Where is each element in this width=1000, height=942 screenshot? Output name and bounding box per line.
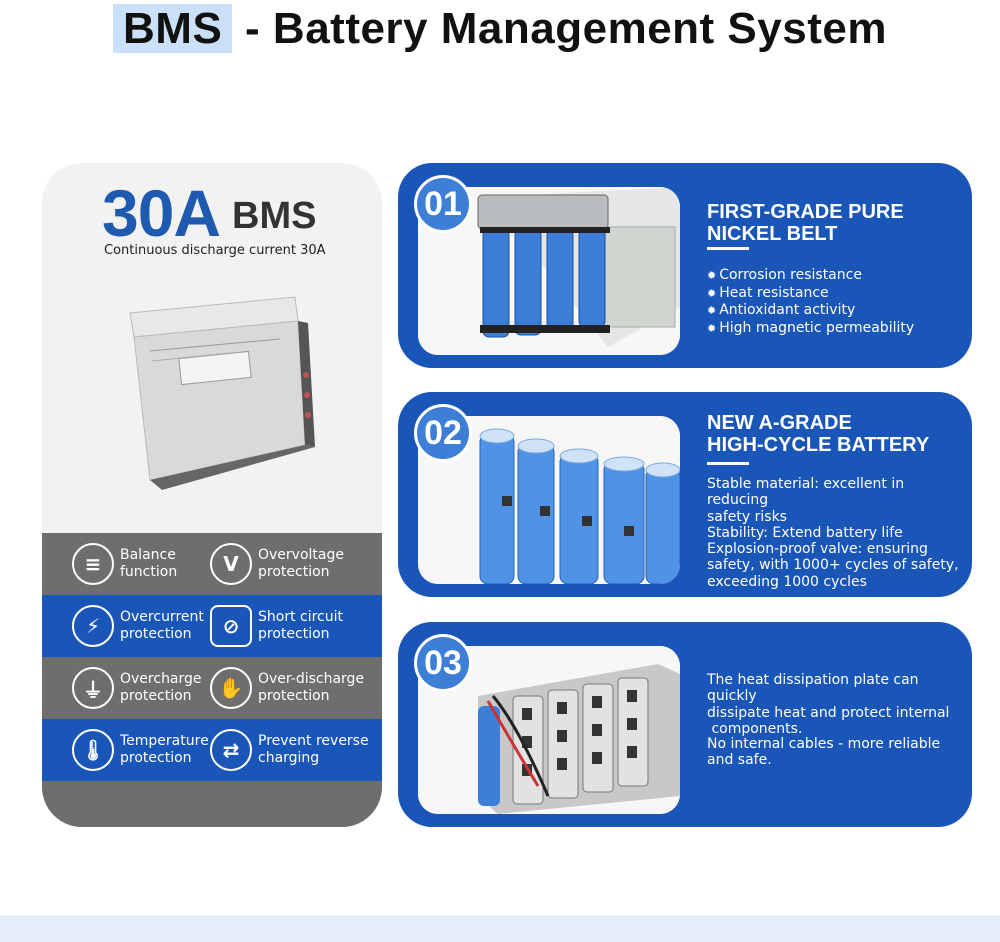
no-cables-text: No internal cables - more reliable and s… [707,736,967,769]
card-a-grade-battery: 02 NEW A-GRADE HIGH-CYCLE BATTERY Stable… [398,392,972,597]
reverse-arrows-icon: ⇄ [210,729,252,771]
description-line: The heat dissipation plate can quickly [707,672,919,705]
feature-label: Short circuit protection [258,609,344,642]
feature-row-2: ⚡ Overcurrent protection ⊘ Short circuit… [42,595,382,657]
bms-spec-panel: 30A BMS Continuous discharge current 30A… [42,163,382,827]
feature-temperature: 🌡 Temperature protection [72,719,232,781]
bullet-item: Heat resistance [707,285,914,303]
bullet-item: High magnetic permeability [707,320,914,338]
thermometer-icon: 🌡 [72,729,114,771]
card-description: Stable material: excellent in reducing s… [707,476,962,590]
overvoltage-icon: V [210,543,252,585]
heading-line: FIRST-GRADE PURE [707,201,904,223]
description-line: safety risks [707,508,787,525]
description-line: No internal cables - more reliable [707,736,941,752]
feature-short-circuit: ⊘ Short circuit protection [210,595,370,657]
heat-dissipation-text: The heat dissipation plate can quickly d… [707,672,967,737]
rating-value: 30A [102,176,221,250]
bullet-item: Antioxidant activity [707,302,914,320]
feature-balance: ≡ Balance function [72,533,232,595]
rating-note: Continuous discharge current 30A [104,243,326,258]
rating-suffix: BMS [232,195,317,237]
feature-label: Balance function [120,547,178,580]
balance-icon: ≡ [72,543,114,585]
card-heat-dissipation: 03 The heat dissipation plate can quickl… [398,622,972,827]
overcurrent-icon: ⚡ [72,605,114,647]
feature-label: Over-discharge protection [258,671,365,704]
bms-board-image [129,296,315,490]
nickel-belt-image [418,187,680,355]
description-line: and safe. [707,752,772,769]
description-line: exceeding 1000 cycles [707,573,867,590]
bullet-list: Corrosion resistance Heat resistance Ant… [707,267,914,337]
description-line: Stable material: excellent in reducing [707,476,905,509]
card-heading: FIRST-GRADE PURE NICKEL BELT [707,201,904,245]
description-line: safety, with 1000+ cycles of safety, [707,557,959,574]
feature-overcharge: ⏚ Overcharge protection [72,657,232,719]
feature-reverse-charging: ⇄ Prevent reverse charging [210,719,370,781]
plug-icon: ⏚ [72,667,114,709]
title-highlight: BMS [113,4,233,53]
page-title: BMS - Battery Management System [0,4,1000,54]
step-number-badge: 01 [414,175,472,233]
feature-row-footer [42,781,382,827]
heading-underline [707,462,749,465]
feature-row-4: 🌡 Temperature protection ⇄ Prevent rever… [42,719,382,781]
bullet-item: Corrosion resistance [707,267,914,285]
feature-overcurrent: ⚡ Overcurrent protection [72,595,232,657]
feature-label: Overcharge protection [120,671,202,704]
short-circuit-icon: ⊘ [210,605,252,647]
feature-overvoltage: V Overvoltage protection [210,533,370,595]
card-nickel-belt: 01 FIRST-GRADE PURE NICKEL BELT Corrosio… [398,163,972,368]
card-heading: NEW A-GRADE HIGH-CYCLE BATTERY [707,412,929,456]
feature-label: Overvoltage protection [258,547,344,580]
feature-label: Overcurrent protection [120,609,204,642]
footer-band [0,915,1000,942]
heading-line: HIGH-CYCLE BATTERY [707,434,930,456]
heading-line: NICKEL BELT [707,223,838,245]
feature-row-3: ⏚ Overcharge protection ✋ Over-discharge… [42,657,382,719]
step-number-badge: 03 [414,634,472,692]
description-line: Stability: Extend battery life [707,524,903,541]
feature-label: Prevent reverse charging [258,733,369,766]
description-line: Explosion-proof valve: ensuring [707,541,928,558]
description-line: dissipate heat and protect internal [707,704,950,721]
feature-label: Temperature protection [120,733,209,766]
feature-row-1: ≡ Balance function V Overvoltage protect… [42,533,382,595]
heading-underline [707,247,749,250]
step-number-badge: 02 [414,404,472,462]
feature-over-discharge: ✋ Over-discharge protection [210,657,370,719]
title-rest: - Battery Management System [232,4,887,53]
over-discharge-icon: ✋ [210,667,252,709]
description-line: components. [707,720,803,737]
heading-line: NEW A-GRADE [707,412,852,434]
